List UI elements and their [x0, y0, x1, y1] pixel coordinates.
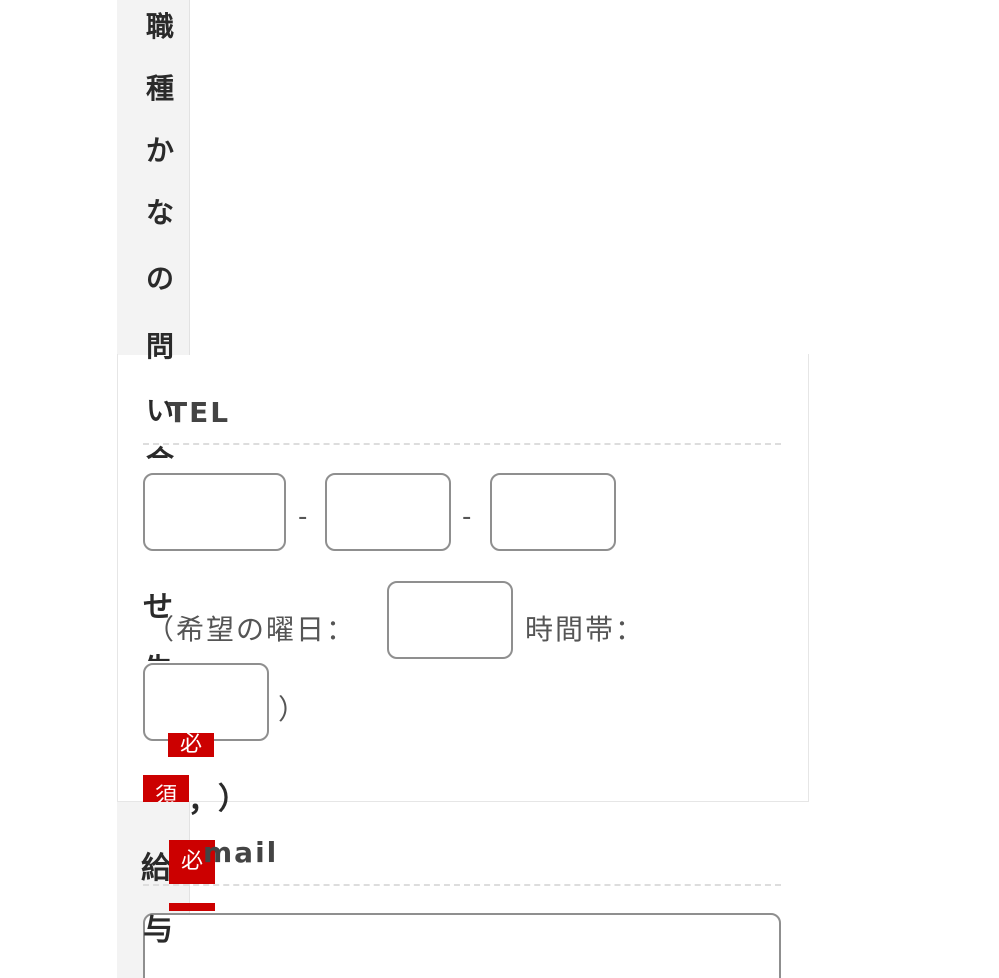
- tel-input-2[interactable]: [325, 473, 451, 551]
- email-input[interactable]: [143, 913, 781, 978]
- overflow-char-shoku: 先: [143, 645, 173, 661]
- overflow-char-ai: 合: [143, 430, 177, 460]
- side-label-char-2: 種: [145, 72, 174, 105]
- tel-label: TEL: [168, 396, 231, 429]
- required-badge-email: 必: [169, 840, 215, 884]
- side-label-char-4: な: [145, 196, 174, 229]
- overflow-char-i: い: [145, 394, 174, 427]
- tel-separator-1: -: [298, 502, 308, 532]
- overflow-char-se: せ: [143, 590, 173, 625]
- overflow-paren: ）: [218, 782, 248, 817]
- time-slot-input[interactable]: [143, 663, 269, 741]
- time-slot-label: 時間帯：: [525, 613, 646, 646]
- label-column-top: [117, 0, 190, 355]
- required-badge-strip: [169, 903, 215, 911]
- tel-separator-2: -: [462, 502, 472, 532]
- email-divider: [143, 884, 781, 886]
- side-label-char-6: 問: [145, 330, 174, 363]
- hope-day-prefix: （希望の曜日：: [146, 613, 357, 646]
- side-label-char-5: の: [145, 262, 174, 295]
- side-label-char-1: 職: [145, 10, 174, 43]
- tel-section: [117, 354, 809, 802]
- tel-input-3[interactable]: [490, 473, 616, 551]
- required-badge-top: 必: [168, 733, 214, 757]
- tel-input-1[interactable]: [143, 473, 286, 551]
- overflow-char-kyu: 給: [141, 851, 171, 886]
- close-paren: ）: [278, 693, 309, 726]
- tel-divider: [143, 443, 781, 445]
- side-label-char-3: か: [145, 134, 174, 167]
- overflow-comma: ，: [188, 784, 218, 819]
- hope-day-input[interactable]: [387, 581, 513, 659]
- overflow-char-yo: 与: [143, 913, 173, 948]
- email-label: mail: [203, 836, 279, 869]
